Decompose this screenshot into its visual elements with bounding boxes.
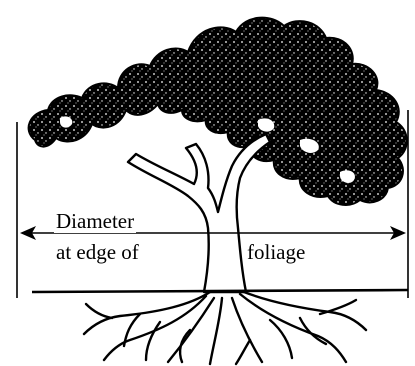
label-foliage: foliage xyxy=(245,240,307,264)
label-diameter: Diameter xyxy=(54,209,136,233)
tree-roots xyxy=(84,292,366,364)
label-at-edge-of: at edge of xyxy=(54,240,141,264)
ground-line xyxy=(32,290,408,292)
tree-trunk xyxy=(128,134,270,292)
foliage-canopy xyxy=(29,18,407,205)
